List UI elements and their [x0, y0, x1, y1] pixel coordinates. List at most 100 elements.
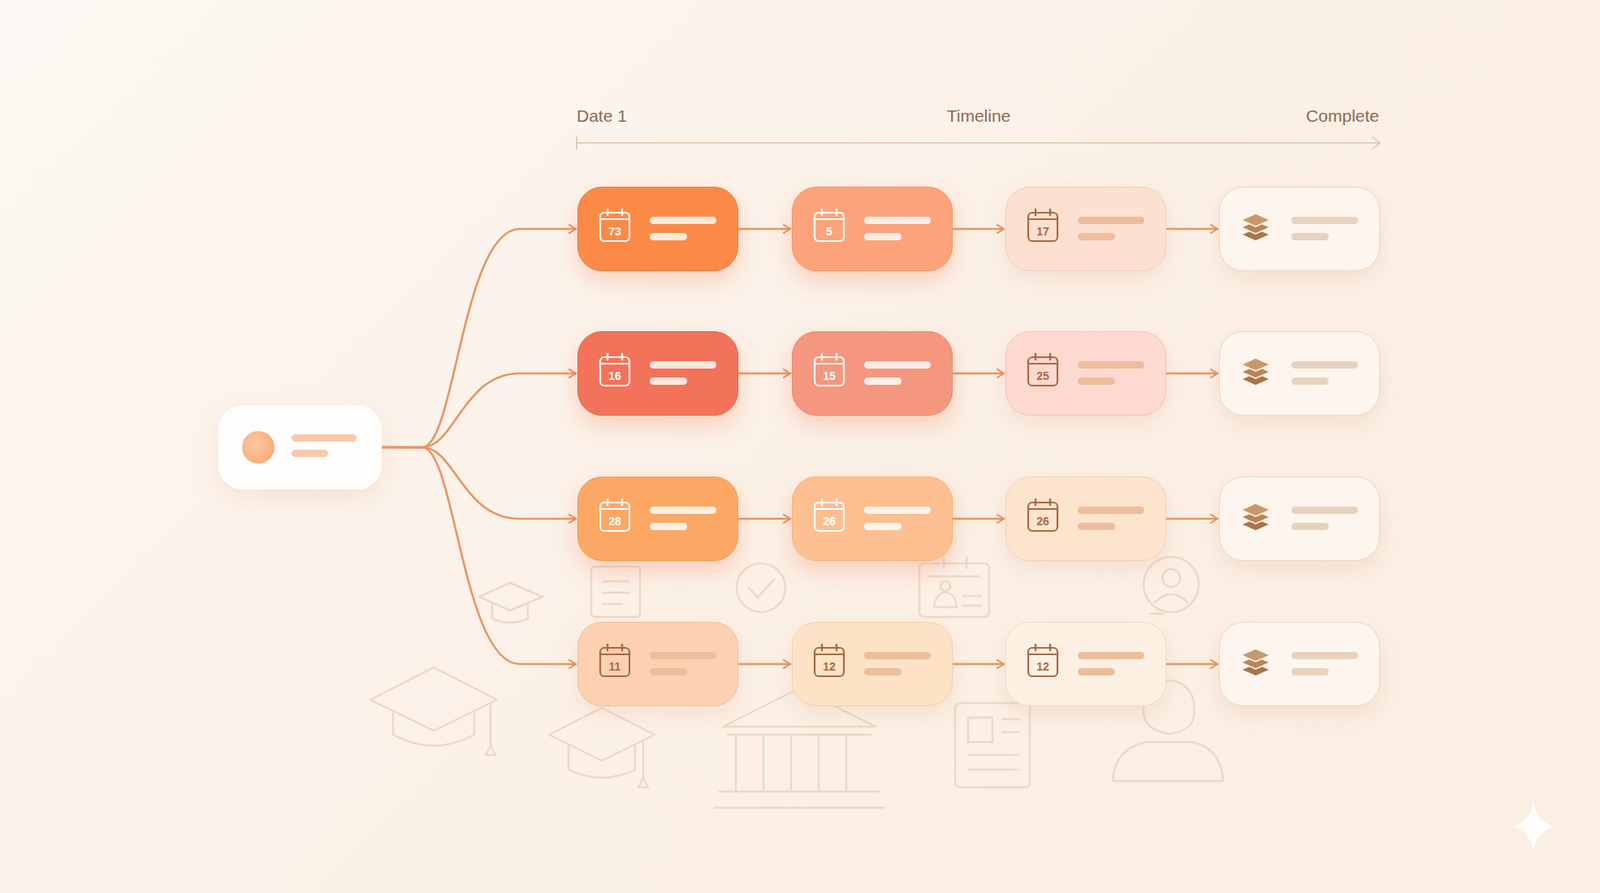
calendar-ring — [1034, 499, 1037, 506]
calendar-header — [1028, 363, 1058, 365]
flow-connector — [738, 518, 791, 521]
id-card — [919, 563, 990, 618]
calendar-icon — [1025, 207, 1075, 256]
text-bar — [1077, 652, 1145, 660]
text-bar — [649, 216, 717, 225]
date-number: 28 — [598, 514, 632, 528]
date-number: 16 — [598, 369, 632, 383]
timeline-axis — [576, 142, 1380, 144]
flow-connector — [1166, 663, 1218, 666]
date-box: 26 — [791, 476, 953, 562]
sparkle — [1512, 802, 1555, 852]
text-bar — [864, 216, 931, 225]
text-bar — [649, 377, 688, 385]
calendar-header — [600, 653, 630, 656]
calendar-ring — [606, 644, 609, 651]
text-bar — [1291, 361, 1358, 369]
text-bar — [1077, 523, 1116, 531]
date-box: 11 — [577, 622, 739, 707]
calendar-header — [1028, 653, 1058, 656]
calendar-header — [1028, 218, 1058, 221]
date-box: 73 — [577, 186, 739, 272]
text-bar — [864, 233, 902, 241]
calendar-icon — [1025, 497, 1075, 546]
text-bar — [864, 377, 902, 385]
text-bar — [1291, 652, 1358, 660]
calendar-header — [600, 218, 630, 221]
date-number: 11 — [598, 660, 632, 674]
date-number: 5 — [812, 224, 846, 238]
date-box: 25 — [1005, 331, 1167, 416]
calendar-icon — [597, 351, 647, 401]
stack-icon — [1239, 642, 1289, 692]
calendar-ring — [1049, 209, 1051, 216]
calendar-ring — [606, 354, 609, 360]
calendar-ring — [621, 209, 623, 216]
text-bar — [1077, 233, 1116, 241]
calendar-icon — [812, 497, 861, 546]
calendar-ring — [1034, 209, 1037, 216]
text-bar — [649, 652, 717, 660]
profile-head — [1162, 569, 1181, 588]
calendar-header — [814, 218, 844, 221]
text-bar — [1077, 668, 1116, 676]
calendar-ring — [1049, 499, 1051, 506]
text-bar — [649, 233, 688, 241]
graduation-cap — [549, 708, 655, 788]
calendar-icon — [597, 497, 647, 546]
calendar-header — [814, 653, 844, 656]
calendar-ring — [835, 644, 838, 651]
calendar-icon — [597, 642, 647, 692]
graduation-cap — [479, 583, 543, 623]
calendar-icon — [597, 207, 647, 256]
text-bar — [1291, 233, 1329, 241]
date-number: 25 — [1026, 369, 1060, 383]
stack-icon — [1239, 207, 1289, 256]
check-mark — [748, 579, 775, 598]
stack-layer — [1241, 503, 1271, 517]
text-bar — [864, 506, 931, 515]
calendar-icon — [1025, 642, 1075, 692]
calendar-ring — [1049, 354, 1051, 360]
text-bar — [1291, 377, 1329, 385]
axis-label: Timeline — [947, 106, 1012, 126]
text-bar — [1077, 506, 1145, 515]
text-bar — [649, 668, 688, 676]
text-bar — [1291, 668, 1329, 676]
text-bar — [864, 668, 902, 676]
calendar-icon — [812, 207, 861, 256]
stack-layer — [1241, 358, 1271, 372]
flow-connector — [1166, 228, 1218, 231]
text-bar — [649, 361, 717, 369]
calendar-icon — [812, 642, 861, 692]
date-number: 15 — [812, 369, 846, 383]
building — [714, 688, 884, 809]
complete-box — [1219, 476, 1380, 562]
flow-connector — [738, 372, 791, 376]
axis-tick — [575, 136, 578, 150]
date-box: 15 — [791, 331, 953, 416]
status-dot — [242, 431, 275, 464]
text-bar — [864, 523, 902, 531]
check-circle — [736, 563, 786, 613]
date-number: 73 — [598, 224, 632, 238]
calendar-ring — [621, 499, 623, 506]
flow-connector — [952, 228, 1004, 231]
text-bar — [1077, 377, 1116, 385]
calendar-icon — [1025, 351, 1075, 401]
date-number: 17 — [1026, 224, 1060, 238]
document — [955, 703, 1030, 788]
stack-layer — [1241, 648, 1271, 662]
calendar-ring — [835, 354, 838, 360]
graduation-cap — [370, 667, 498, 756]
calendar-header — [814, 363, 844, 365]
flow-connector — [738, 228, 791, 231]
stack-layer — [1241, 213, 1271, 227]
date-box: 12 — [791, 622, 953, 707]
flow-connector — [738, 663, 791, 666]
flow-connector — [381, 229, 576, 448]
date-box: 16 — [577, 331, 739, 416]
calendar-header — [600, 363, 630, 365]
faint-icons — [370, 136, 1380, 809]
date-box: 28 — [577, 476, 739, 562]
